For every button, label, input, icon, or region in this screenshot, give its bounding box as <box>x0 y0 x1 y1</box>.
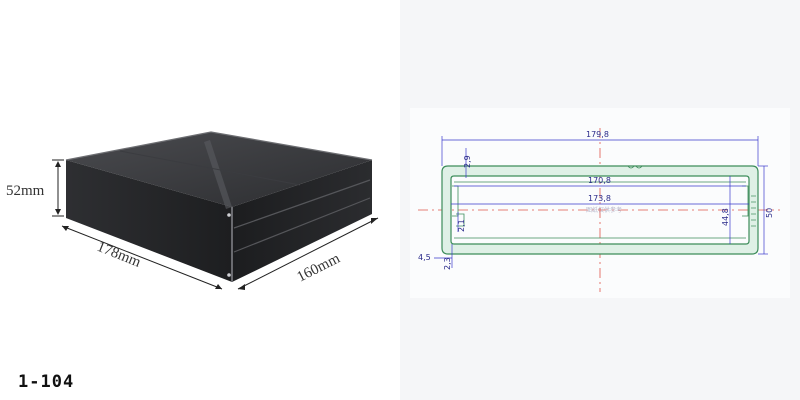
dim-top-lip: 2,9 <box>463 155 472 168</box>
product-photo-panel: 52mm 178mm 160mm 1-104 <box>6 131 379 392</box>
dim-side-offset: 4,5 <box>418 253 431 262</box>
width-dimension <box>237 217 379 290</box>
enclosure-illustration: 52mm 178mm 160mm <box>6 131 379 290</box>
dim-bottom-lip: 2,3 <box>443 257 452 270</box>
enclosure-ribs <box>233 179 371 253</box>
length-dimension <box>61 225 223 290</box>
enclosure-end-face <box>232 160 372 282</box>
model-code: 1-104 <box>18 372 75 392</box>
profile-outline <box>441 165 759 255</box>
side-ribs <box>751 195 756 227</box>
height-label: 52mm <box>6 183 45 199</box>
dim-inner-upper-width: 170,8 <box>588 176 611 185</box>
dim-slot-height: 2,1 <box>457 219 466 232</box>
dim-overall-height: 50 <box>765 208 774 218</box>
screw-icon <box>227 213 231 217</box>
enclosure-left-face <box>66 160 232 282</box>
center-lines <box>418 128 780 292</box>
cad-drawing-panel: 179,8 2,9 170,8 173,8 44,8 50 2,1 2,3 4,… <box>400 0 800 400</box>
dimension-lines <box>434 136 768 268</box>
screw-icon <box>227 273 231 277</box>
dim-inner-height: 44,8 <box>721 208 730 226</box>
width-label: 160mm <box>295 250 343 285</box>
dim-overall-width: 179,8 <box>586 130 609 139</box>
height-dimension <box>52 159 64 217</box>
cross-section-drawing: 179,8 2,9 170,8 173,8 44,8 50 2,1 2,3 4,… <box>418 128 780 292</box>
drawing-watermark: 图纸仅供参考 <box>586 206 622 214</box>
dim-inner-lower-width: 173,8 <box>588 194 611 203</box>
